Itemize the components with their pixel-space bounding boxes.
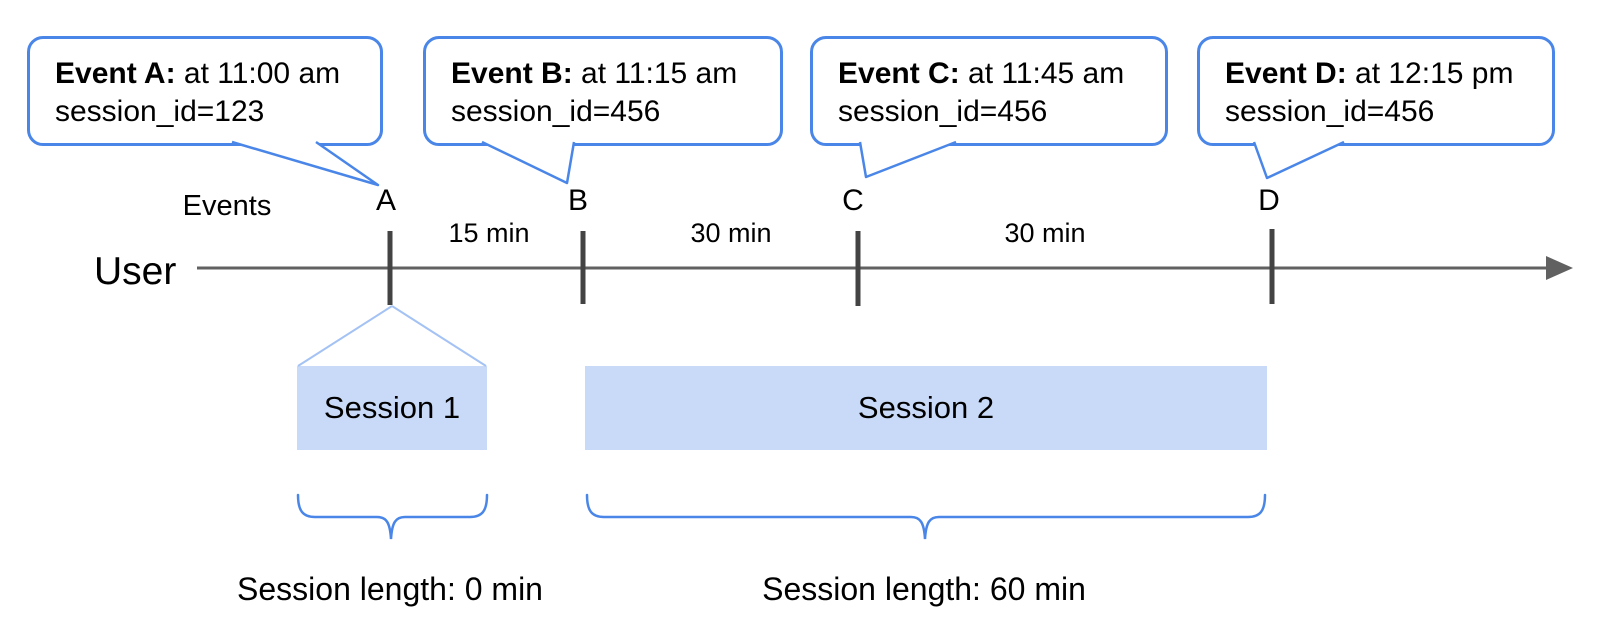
session-1-brace bbox=[296, 493, 489, 540]
events-row-label: Events bbox=[182, 190, 272, 222]
callout-a-tail bbox=[231, 140, 380, 187]
event-a-session-id: session_id=123 bbox=[55, 95, 265, 128]
session-1-bar: Session 1 bbox=[297, 366, 487, 450]
event-mark-b: B bbox=[567, 184, 588, 217]
event-a-callout: Event A: at 11:00 am session_id=123 bbox=[27, 36, 383, 146]
event-d-time: at 12:15 pm bbox=[1346, 57, 1514, 90]
event-mark-d: D bbox=[1258, 184, 1280, 217]
user-row-label: User bbox=[94, 250, 177, 293]
event-b-title: Event B: bbox=[451, 57, 573, 90]
session-2-length-label: Session length: 60 min bbox=[762, 571, 1086, 607]
event-mark-c: C bbox=[842, 184, 864, 217]
event-b-callout: Event B: at 11:15 am session_id=456 bbox=[423, 36, 783, 146]
interval-b-c: 30 min bbox=[690, 218, 772, 248]
event-b-session-id: session_id=456 bbox=[451, 95, 661, 128]
timeline-arrowhead-icon bbox=[1546, 256, 1573, 280]
event-c-session-id: session_id=456 bbox=[838, 95, 1048, 128]
event-d-callout: Event D: at 12:15 pm session_id=456 bbox=[1197, 36, 1555, 146]
event-c-time: at 11:45 am bbox=[959, 57, 1125, 90]
event-d-session-id: session_id=456 bbox=[1225, 95, 1435, 128]
session-1-length-label: Session length: 0 min bbox=[237, 571, 543, 607]
event-c-title: Event C: bbox=[838, 57, 960, 90]
callout-c-tail bbox=[858, 140, 957, 179]
session-2-brace bbox=[585, 493, 1267, 540]
event-d-title: Event D: bbox=[1225, 57, 1347, 90]
event-mark-a: A bbox=[375, 184, 396, 217]
interval-a-b: 15 min bbox=[448, 218, 530, 248]
interval-c-d: 30 min bbox=[1004, 218, 1086, 248]
callout-b-tail bbox=[481, 140, 576, 185]
event-a-title: Event A: bbox=[55, 57, 176, 90]
callout-d-tail bbox=[1252, 140, 1345, 180]
session-1-funnel-left bbox=[297, 305, 393, 367]
session-2-bar: Session 2 bbox=[585, 366, 1267, 450]
event-b-time: at 11:15 am bbox=[572, 57, 738, 90]
event-c-callout: Event C: at 11:45 am session_id=456 bbox=[810, 36, 1168, 146]
session-1-funnel-right bbox=[391, 305, 487, 367]
event-a-time: at 11:00 am bbox=[175, 57, 341, 90]
